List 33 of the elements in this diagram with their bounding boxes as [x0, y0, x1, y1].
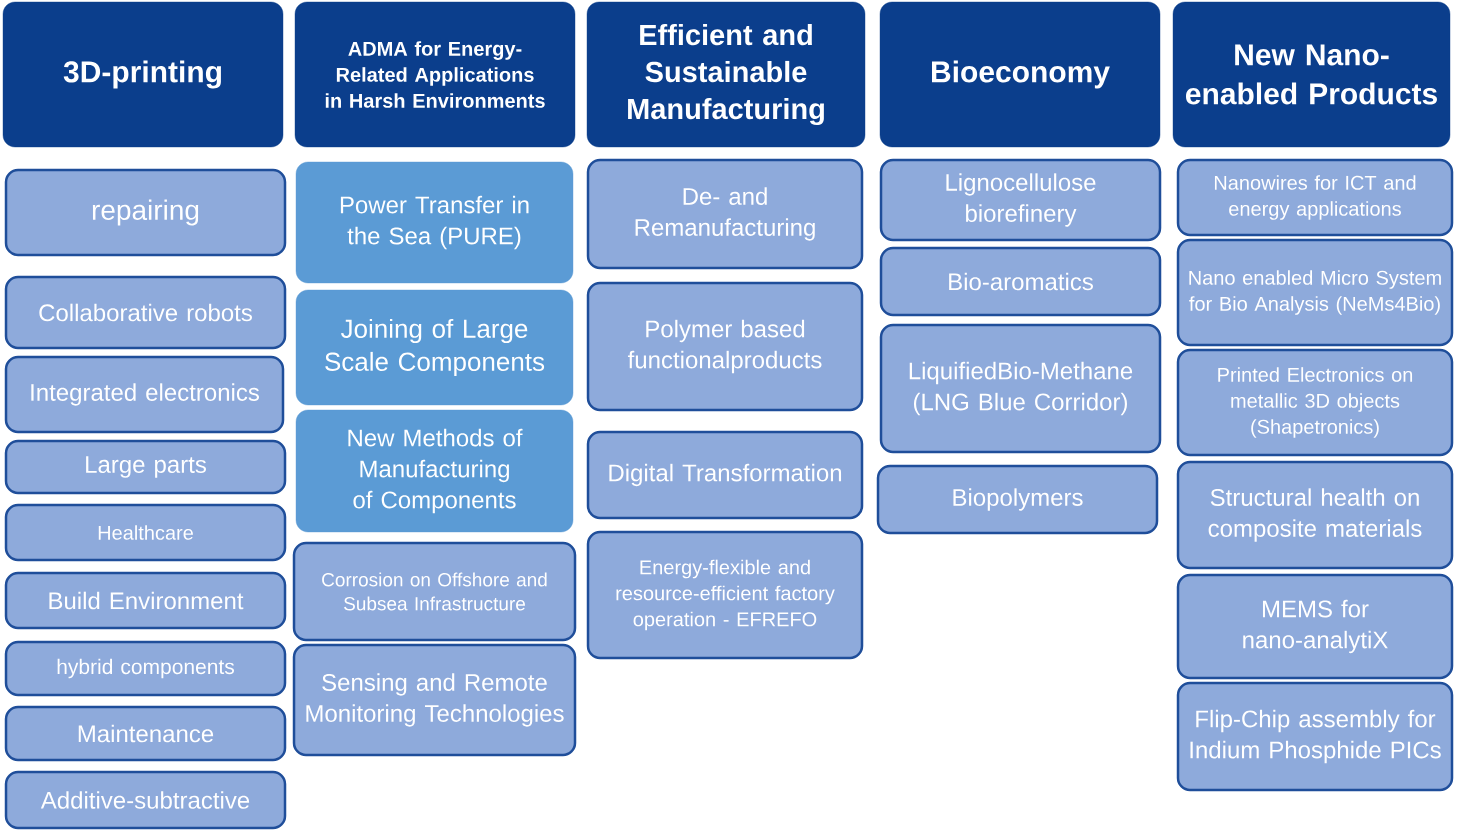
topic-box: Lignocellulose biorefinery: [879, 158, 1162, 242]
topic-box: Energy-flexible and resource-efficient factory operation - EFREFO: [586, 530, 864, 660]
topic-box: Polymer based functionalproducts: [586, 281, 864, 412]
topic-box: Additive-subtractive: [4, 770, 287, 830]
topic-box: Build Environment: [4, 571, 287, 630]
topic-box: Power Transfer in the Sea (PURE): [295, 161, 574, 284]
topic-box: New Methods of Manufacturing of Components: [295, 409, 574, 533]
header-box: Efficient and Sustainable Manufacturing: [586, 1, 866, 148]
topic-box: Corrosion on Offshore and Subsea Infrastructure: [292, 541, 577, 642]
header-box: New Nano-enabled Products: [1172, 1, 1451, 148]
topic-box: Sensing and Remote Monitoring Technologies: [292, 643, 577, 757]
topic-box: Bio-aromatics: [879, 246, 1162, 317]
topic-box: Flip-Chip assembly for Indium Phosphide PICs: [1176, 681, 1454, 792]
topic-box: Digital Transformation: [586, 430, 864, 520]
topic-box: Healthcare: [4, 503, 287, 562]
topic-box: Structural health on composite materials: [1176, 460, 1454, 570]
topic-box: Joining of Large Scale Components: [295, 289, 574, 406]
topic-box: repairing: [4, 168, 287, 257]
topic-box: Biopolymers: [876, 464, 1159, 535]
topic-box: hybrid components: [4, 640, 287, 697]
topic-box: Integrated electronics: [4, 355, 285, 434]
topic-box: Collaborative robots: [4, 275, 287, 350]
topic-box: MEMS for nano-analytiX: [1176, 573, 1454, 680]
header-box: 3D-printing: [2, 1, 284, 148]
topic-box: Large parts: [4, 439, 287, 495]
topic-box: Nano enabled Micro System for Bio Analysis (NeMs4Bio): [1176, 238, 1454, 347]
topic-box: De- and Remanufacturing: [586, 158, 864, 270]
topic-box: Nanowires for ICT and energy applications: [1176, 158, 1454, 237]
topic-box: Maintenance: [4, 705, 287, 762]
header-box: Bioeconomy: [879, 1, 1161, 148]
topic-box: Printed Electronics on metallic 3D objects (Shapetronics): [1176, 348, 1454, 457]
topic-box: LiquifiedBio-Methane (LNG Blue Corridor): [879, 323, 1162, 454]
header-box: ADMA for Energy-Related Applications in Harsh Environments: [294, 1, 576, 148]
